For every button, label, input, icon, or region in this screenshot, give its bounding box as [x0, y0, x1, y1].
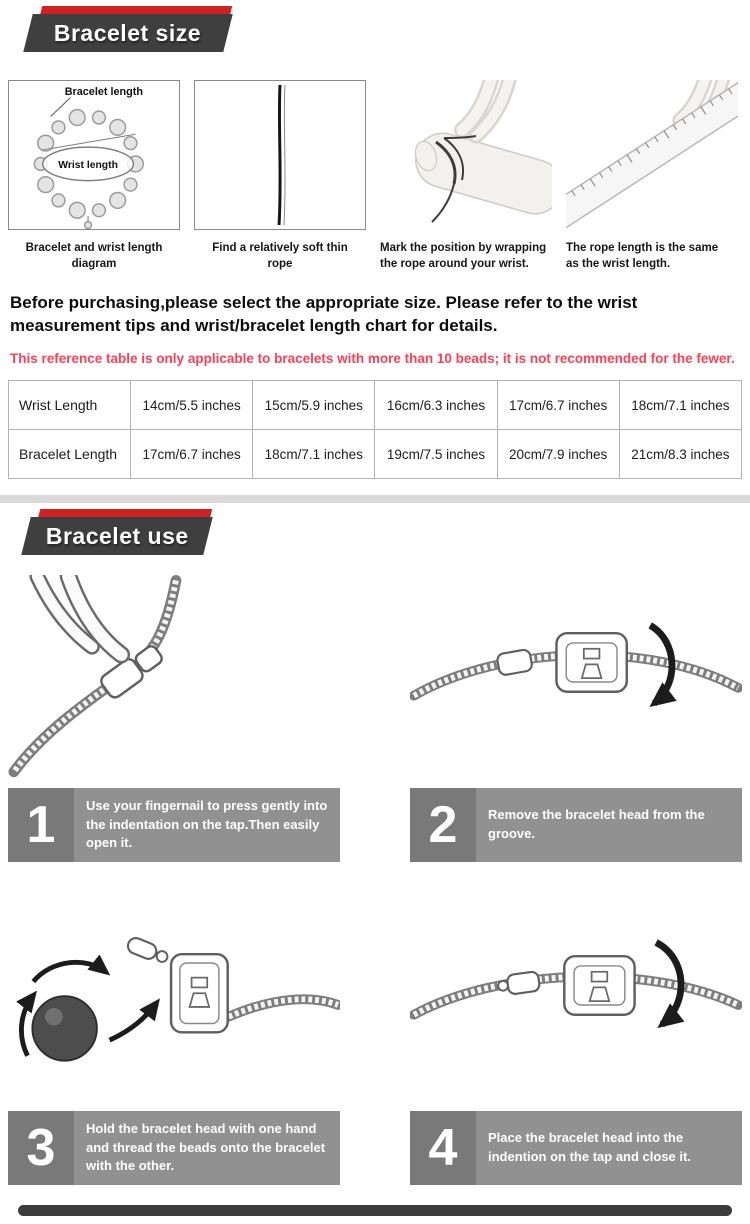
table-cell: 21cm/8.3 inches — [618, 429, 743, 480]
table-cell: 18cm/7.1 inches — [618, 380, 743, 431]
step-number: 4 — [410, 1111, 476, 1186]
step-caption-bar: 3 Hold the bracelet head with one hand a… — [8, 1111, 340, 1186]
section-divider — [0, 495, 750, 504]
use-step-panel-2: 2 Remove the bracelet head from the groo… — [410, 575, 742, 863]
measure-step-wrap-wrist: Mark the position by wrapping the rope a… — [380, 80, 552, 272]
wrist-length-label: Wrist length — [58, 160, 118, 171]
row-header: Wrist Length — [8, 380, 131, 431]
bracelet-diagram-box: Bracelet length Wrist length — [8, 80, 180, 230]
section-title-size: Bracelet size — [54, 19, 202, 46]
use-step-panel-3: 3 Hold the bracelet head with one hand a… — [8, 898, 340, 1186]
table-cell: 18cm/7.1 inches — [252, 429, 376, 480]
bracelet-tip-icon — [497, 970, 541, 996]
step-number: 1 — [8, 788, 74, 863]
clasp-head-icon — [555, 632, 628, 694]
wrist-wrap-icon — [414, 80, 552, 223]
row-header: Bracelet Length — [8, 429, 131, 480]
rope-icon — [277, 84, 286, 226]
step-caption-bar: 1 Use your fingernail to press gently in… — [8, 788, 340, 863]
rope-image-box — [194, 80, 366, 230]
rope-around-wrist — [431, 135, 477, 223]
use-step-panel-1: 1 Use your fingernail to press gently in… — [8, 575, 340, 863]
finger-icon — [29, 575, 131, 664]
measure-step-ruler: The rope length is the same as the wrist… — [566, 80, 738, 272]
table-cell: 16cm/6.3 inches — [374, 380, 498, 431]
step-caption-bar: 4 Place the bracelet head into the inden… — [410, 1111, 742, 1186]
clasp-head-icon — [563, 955, 636, 1017]
table-cell: 17cm/6.7 inches — [496, 380, 620, 431]
step2-illustration — [410, 622, 742, 708]
section-banner-size: Bracelet size — [0, 4, 750, 56]
banner-body: Bracelet use — [21, 517, 213, 556]
measure-caption: Find a relatively soft thin rope — [212, 242, 348, 271]
table-cell: 14cm/5.5 inches — [129, 380, 254, 431]
clasp-icon — [100, 645, 163, 699]
measure-caption: Mark the position by wrapping the rope a… — [380, 242, 547, 271]
table-cell: 19cm/7.5 inches — [374, 429, 498, 480]
bottom-section-bar — [18, 1205, 732, 1217]
step3-illustration — [16, 937, 340, 1062]
table-cell: 17cm/6.7 inches — [129, 429, 254, 480]
size-chart-table: Wrist Length 14cm/5.5 inches 15cm/5.9 in… — [8, 380, 743, 480]
rotate-arrow-icon — [654, 939, 685, 1029]
clasp-head-icon — [169, 953, 229, 1034]
use-steps-grid: 1 Use your fingernail to press gently in… — [0, 575, 750, 1186]
bead-ring — [33, 108, 145, 229]
measure-caption: Bracelet and wrist length diagram — [25, 242, 163, 271]
step-caption: Remove the bracelet head from the groove… — [476, 788, 742, 863]
measurement-steps-row: Bracelet length Wrist length Bracelet an… — [0, 80, 750, 272]
reference-note: This reference table is only applicable … — [10, 351, 735, 367]
measure-step-diagram: Bracelet length Wrist length Bracelet an… — [8, 80, 180, 272]
step-number: 3 — [8, 1111, 74, 1186]
intro-text: Before purchasing,please select the appr… — [10, 293, 638, 336]
measure-step-rope: Find a relatively soft thin rope — [194, 80, 366, 272]
label-leader-line — [50, 97, 71, 117]
ruler-body — [566, 80, 738, 230]
measure-line — [41, 133, 136, 151]
step4-illustration — [410, 939, 742, 1029]
banner-body: Bracelet size — [23, 14, 233, 52]
table-row-bracelet: Bracelet Length 17cm/6.7 inches 18cm/7.1… — [8, 429, 743, 480]
step-caption: Hold the bracelet head with one hand and… — [74, 1111, 340, 1186]
bracelet-cable — [8, 575, 182, 778]
table-cell: 15cm/5.9 inches — [252, 380, 376, 431]
section-banner-use: Bracelet use — [0, 507, 750, 559]
thumb — [414, 140, 438, 172]
ruler-icon — [566, 80, 738, 230]
bracelet-diagram-icon: Bracelet length Wrist length — [33, 86, 145, 229]
rotate-arrow-icon — [648, 622, 677, 708]
step-caption: Use your fingernail to press gently into… — [74, 788, 340, 863]
thread-arrows-icon — [16, 954, 160, 1057]
wrist-length-ellipse — [41, 146, 135, 182]
bead-icon — [31, 995, 98, 1062]
measure-caption: The rope length is the same as the wrist… — [566, 242, 719, 271]
step-caption: Place the bracelet head into the indenti… — [476, 1111, 742, 1186]
table-row-wrist: Wrist Length 14cm/5.5 inches 15cm/5.9 in… — [8, 380, 743, 431]
use-step-panel-4: 4 Place the bracelet head into the inden… — [410, 898, 742, 1186]
step-number: 2 — [410, 788, 476, 863]
bracelet-cable — [223, 994, 340, 1022]
step-caption-bar: 2 Remove the bracelet head from the groo… — [410, 788, 742, 863]
bracelet-length-label: Bracelet length — [65, 86, 143, 98]
ruler-photo-box — [566, 80, 738, 230]
upper-hand-icon — [454, 80, 517, 144]
wrist-photo-box — [380, 80, 552, 230]
cable-stopper — [496, 648, 533, 676]
step1-illustration — [8, 575, 182, 778]
bracelet-tip-icon — [126, 937, 169, 963]
section-title-use: Bracelet use — [45, 522, 189, 549]
table-cell: 20cm/7.9 inches — [496, 429, 620, 480]
